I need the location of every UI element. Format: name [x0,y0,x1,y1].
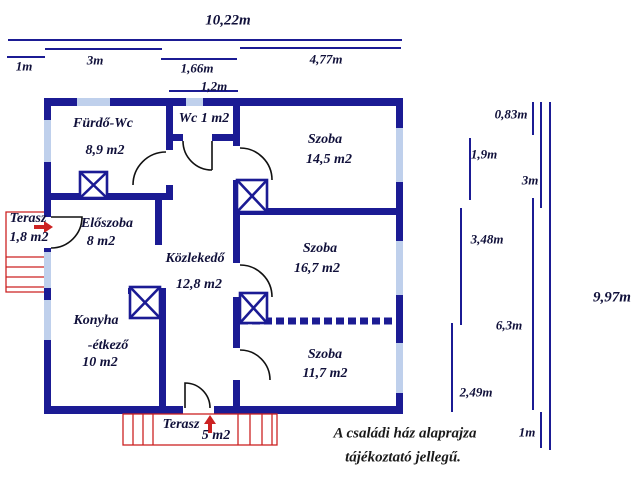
windows [44,98,403,393]
room-label-bath-area: 8,9 m2 [85,143,125,158]
terrace-arrow-icon [204,415,216,433]
dimension-lines-top [7,39,402,92]
door-arc-bath [132,151,167,186]
window-top-wc [186,98,203,106]
room-label-corridor-area: 12,8 m2 [176,277,222,292]
wall-bath-bottom [44,193,173,200]
wall-bath-wc-divider-stub [166,185,173,200]
window-top-bath [77,98,110,106]
room-label-kitchen-line3: 10 m2 [82,355,118,370]
door-arc-back [184,382,211,409]
terrace-left-area: 1,8 m2 [9,230,49,245]
wall-corridor-rooms-3 [233,297,240,348]
wall-kitchen-corridor [159,288,166,414]
note-line-1: A családi ház alaprajza [333,425,477,442]
door-arc-entrance [50,216,83,249]
window-left-hall [44,252,51,288]
window-right-room1 [396,128,403,182]
door-swings [50,140,273,409]
window-right-room3 [396,343,403,393]
entry-arrow-icon [34,221,53,233]
terrace-bottom-area: 5 m2 [201,428,231,443]
chimney-symbol-bath [78,170,109,200]
terrace-bottom-name: Terasz [162,417,200,432]
room-label-room2-area: 16,7 m2 [294,261,340,276]
wall-wc-bottom-right [212,134,240,141]
chimney-symbols [78,170,269,325]
window-right-room2 [396,241,403,295]
dim-label-348: 3,48m [470,231,504,247]
wall-hall-corridor-stub [155,193,162,245]
door-arc-wc [182,140,213,171]
door-arc-room2 [239,264,273,298]
wall-bath-wc-divider [166,98,173,150]
dim-label-total-height: 9,97m [593,289,631,306]
wall-bottom-left [44,406,183,414]
dim-label-166: 1,66m [180,60,214,76]
wall-wc-bottom-left [166,134,183,141]
door-arc-room3 [239,349,271,381]
chimney-symbol-room1 [235,178,269,214]
room-label-corridor-name: Közlekedő [165,251,225,266]
dim-label-total-width: 10,22m [205,12,251,29]
dim-label-1m-right: 1m [518,424,536,440]
terrace-left-outline [5,211,44,293]
room-label-kitchen-line1: Konyha [73,313,119,328]
dim-label-3m-right: 3m [521,172,539,188]
dim-label-19: 1,9m [470,146,498,162]
dim-label-249: 2,49m [459,384,493,400]
terrace-left-name: Terasz [9,211,47,226]
wall-room1-room2-divider [233,208,403,215]
room-label-hall-area: 8 m2 [86,234,116,249]
dim-label-1m: 1m [15,58,33,74]
room-label-room3-name: Szoba [307,347,343,362]
wall-corridor-rooms-1 [233,98,240,146]
wall-bottom-right [214,406,403,414]
room-label-hall-name: Előszoba [80,216,134,231]
room-label-room2-name: Szoba [302,241,338,256]
room-label-room1-name: Szoba [307,132,343,147]
wall-corridor-rooms-4 [233,380,240,414]
chimney-symbol-room2 [238,291,269,325]
dim-label-3m: 3m [86,52,104,68]
room-label-bath-name: Fürdő-Wc [73,116,133,131]
terrace-left-stairs [6,256,44,288]
door-arc-room1 [239,147,273,181]
room-label-kitchen-line2: -étkező [87,338,129,353]
wall-corridor-rooms-2 [233,180,240,263]
window-left-kitchen [44,300,51,340]
room-label-room3-area: 11,7 m2 [302,366,348,381]
terrace-bottom-stairs [132,414,273,445]
room-label-room1-area: 14,5 m2 [306,152,352,167]
dim-label-12: 1,2m [200,78,228,94]
dim-label-477: 4,77m [309,51,343,67]
terrace-bottom-outline [122,413,278,446]
note-line-2: tájékoztató jellegű. [345,449,461,466]
window-left-bath [44,120,51,162]
dim-label-63: 6,3m [495,317,523,333]
chimney-symbol-kitchen [128,285,162,320]
dim-label-083: 0,83m [494,106,528,122]
room-label-wc: Wc 1 m2 [178,111,230,126]
wall-top [44,98,403,106]
dimension-lines-right [451,102,551,450]
